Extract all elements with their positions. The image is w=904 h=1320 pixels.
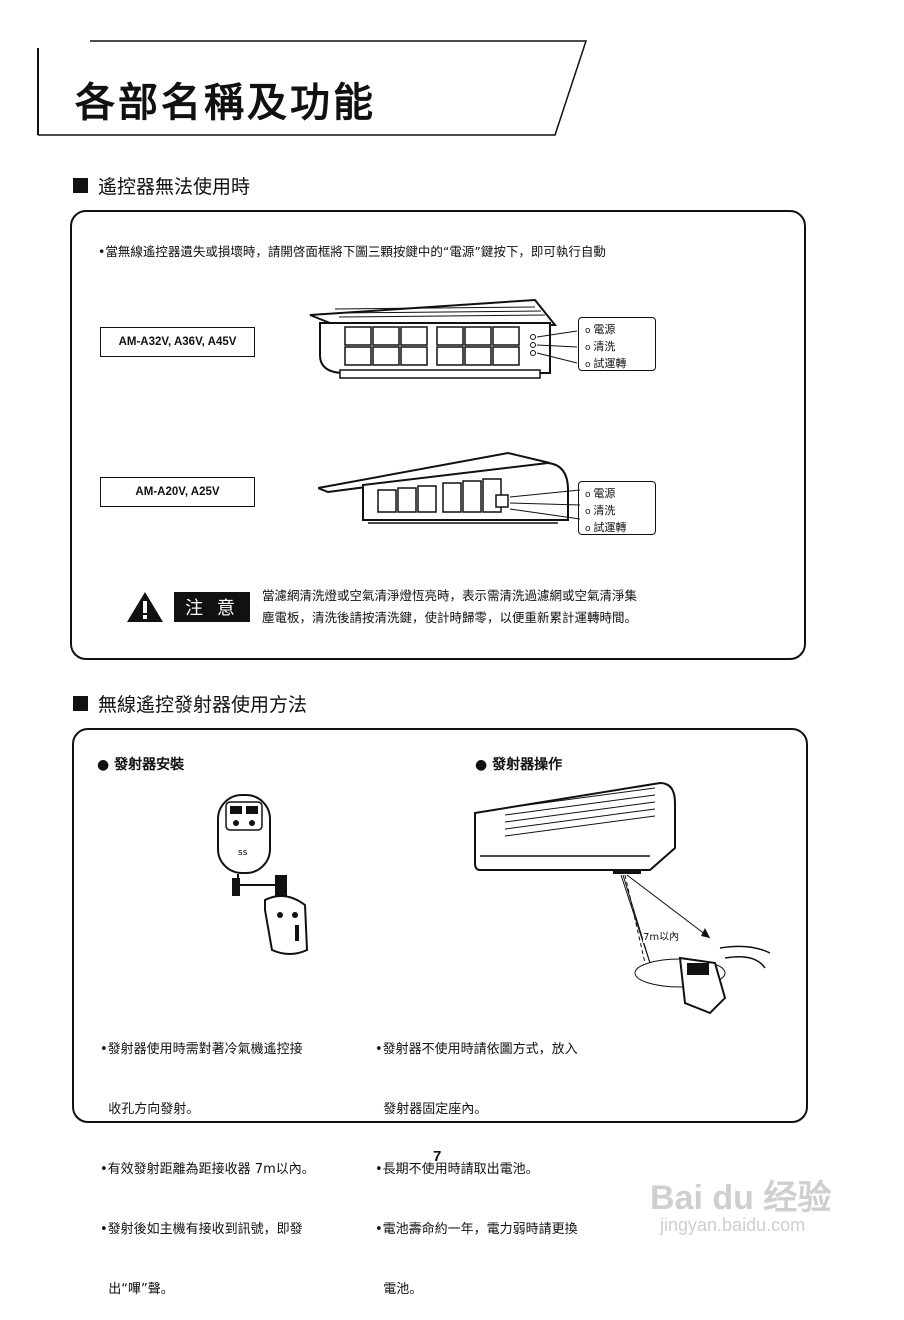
transmitter-usage-box xyxy=(72,728,808,1123)
watermark-brand: Bai du 经验 xyxy=(650,1179,832,1217)
remote-lost-box xyxy=(70,210,806,660)
indoor-unit-small-open-icon xyxy=(318,451,581,524)
power-button-label: 電源 xyxy=(585,486,649,503)
list-item: •長期不使用時請取出電池。 xyxy=(375,1162,539,1177)
watermark-url: jingyan.baidu.com xyxy=(660,1215,806,1235)
indoor-unit-open-icon xyxy=(309,298,578,379)
page-number: 7 xyxy=(433,1148,442,1165)
list-item: 電池。 xyxy=(375,1282,423,1297)
operate-title: ● 發射器操作 xyxy=(475,757,563,773)
list-item: •發射後如主機有接收到訊號，即發 xyxy=(100,1222,303,1237)
list-item: 收孔方向發射。 xyxy=(100,1102,200,1117)
install-bullets: •發射器使用時需對著冷氣機遙控接 收孔方向發射。 •有效發射距離為距接收器 7m… xyxy=(100,1000,315,1320)
clean-button-label: 清洗 xyxy=(585,503,649,520)
section2-heading: 無線遙控發射器使用方法 xyxy=(73,690,307,717)
list-item: •發射器不使用時請依圖方式，放入 xyxy=(375,1042,578,1057)
power-button-label: 電源 xyxy=(585,322,649,339)
section1-heading: 遙控器無法使用時 xyxy=(73,172,250,199)
square-bullet-icon xyxy=(73,696,88,711)
model-label-1: AM-A32V, A36V, A45V xyxy=(100,327,255,357)
list-item: •有效發射距離為距接收器 7m以內。 xyxy=(100,1162,315,1177)
test-run-button-label: 試運轉 xyxy=(585,520,649,537)
caution-label: 注 意 xyxy=(174,592,250,622)
list-item: •電池壽命約一年，電力弱時請更換 xyxy=(375,1222,578,1237)
section1-intro: •當無線遙控器遺失或損壞時，請開啓面框將下圖三顆按鍵中的“電源”鍵按下，即可執行… xyxy=(98,244,606,259)
square-bullet-icon xyxy=(73,178,88,193)
title-banner-frame xyxy=(37,40,588,136)
caution-text: 當濾網清洗燈或空氣清淨燈恆亮時，表示需清洗過濾網或空氣清淨集 塵電板，清洗後請按… xyxy=(262,585,637,629)
section1-heading-text: 遙控器無法使用時 xyxy=(98,176,251,198)
section2-heading-text: 無線遙控發射器使用方法 xyxy=(98,694,308,716)
svg-text:ss: ss xyxy=(238,848,248,858)
install-title: ● 發射器安裝 xyxy=(97,757,185,773)
button-callout-1: 電源 清洗 試運轉 xyxy=(578,317,656,371)
test-run-button-label: 試運轉 xyxy=(585,356,649,373)
list-item: 發射器固定座內。 xyxy=(375,1102,488,1117)
distance-label: 7m以內 xyxy=(643,928,680,943)
caution-line-1: 當濾網清洗燈或空氣清淨燈恆亮時，表示需清洗過濾網或空氣清淨集 xyxy=(262,588,638,603)
model-label-2: AM-A20V, A25V xyxy=(100,477,255,507)
button-callout-2: 電源 清洗 試運轉 xyxy=(578,481,656,535)
list-item: 出“嗶”聲。 xyxy=(100,1282,174,1297)
warning-triangle-icon xyxy=(127,592,163,622)
transmitter-holder-icon: ss xyxy=(217,794,309,955)
ac-operation-icon xyxy=(474,781,771,1015)
operate-bullets: •發射器不使用時請依圖方式，放入 發射器固定座內。 •長期不使用時請取出電池。 … xyxy=(375,1000,578,1320)
clean-button-label: 清洗 xyxy=(585,339,649,356)
list-item: •發射器使用時需對著冷氣機遙控接 xyxy=(100,1042,303,1057)
caution-line-2: 塵電板，清洗後請按清洗鍵，使計時歸零，以便重新累計運轉時間。 xyxy=(262,610,638,625)
page-title: 各部名稱及功能 xyxy=(75,80,376,126)
